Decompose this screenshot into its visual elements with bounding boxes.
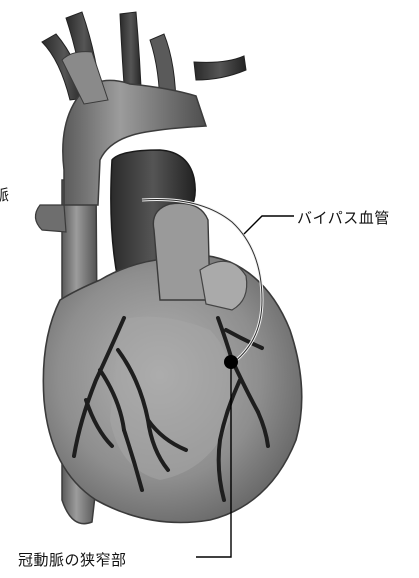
bypass-leader-line <box>244 216 294 234</box>
left-stub-vessel <box>35 205 66 232</box>
right-atrium-appendage <box>200 261 247 310</box>
cut-off-label: 脈 <box>0 184 10 205</box>
bypass-vessel-label: バイパス血管 <box>297 207 390 228</box>
branch-vessel-5 <box>194 56 246 80</box>
coronary-stenosis-label: 冠動脈の狭窄部 <box>18 549 127 570</box>
ascending-aorta <box>153 203 210 300</box>
